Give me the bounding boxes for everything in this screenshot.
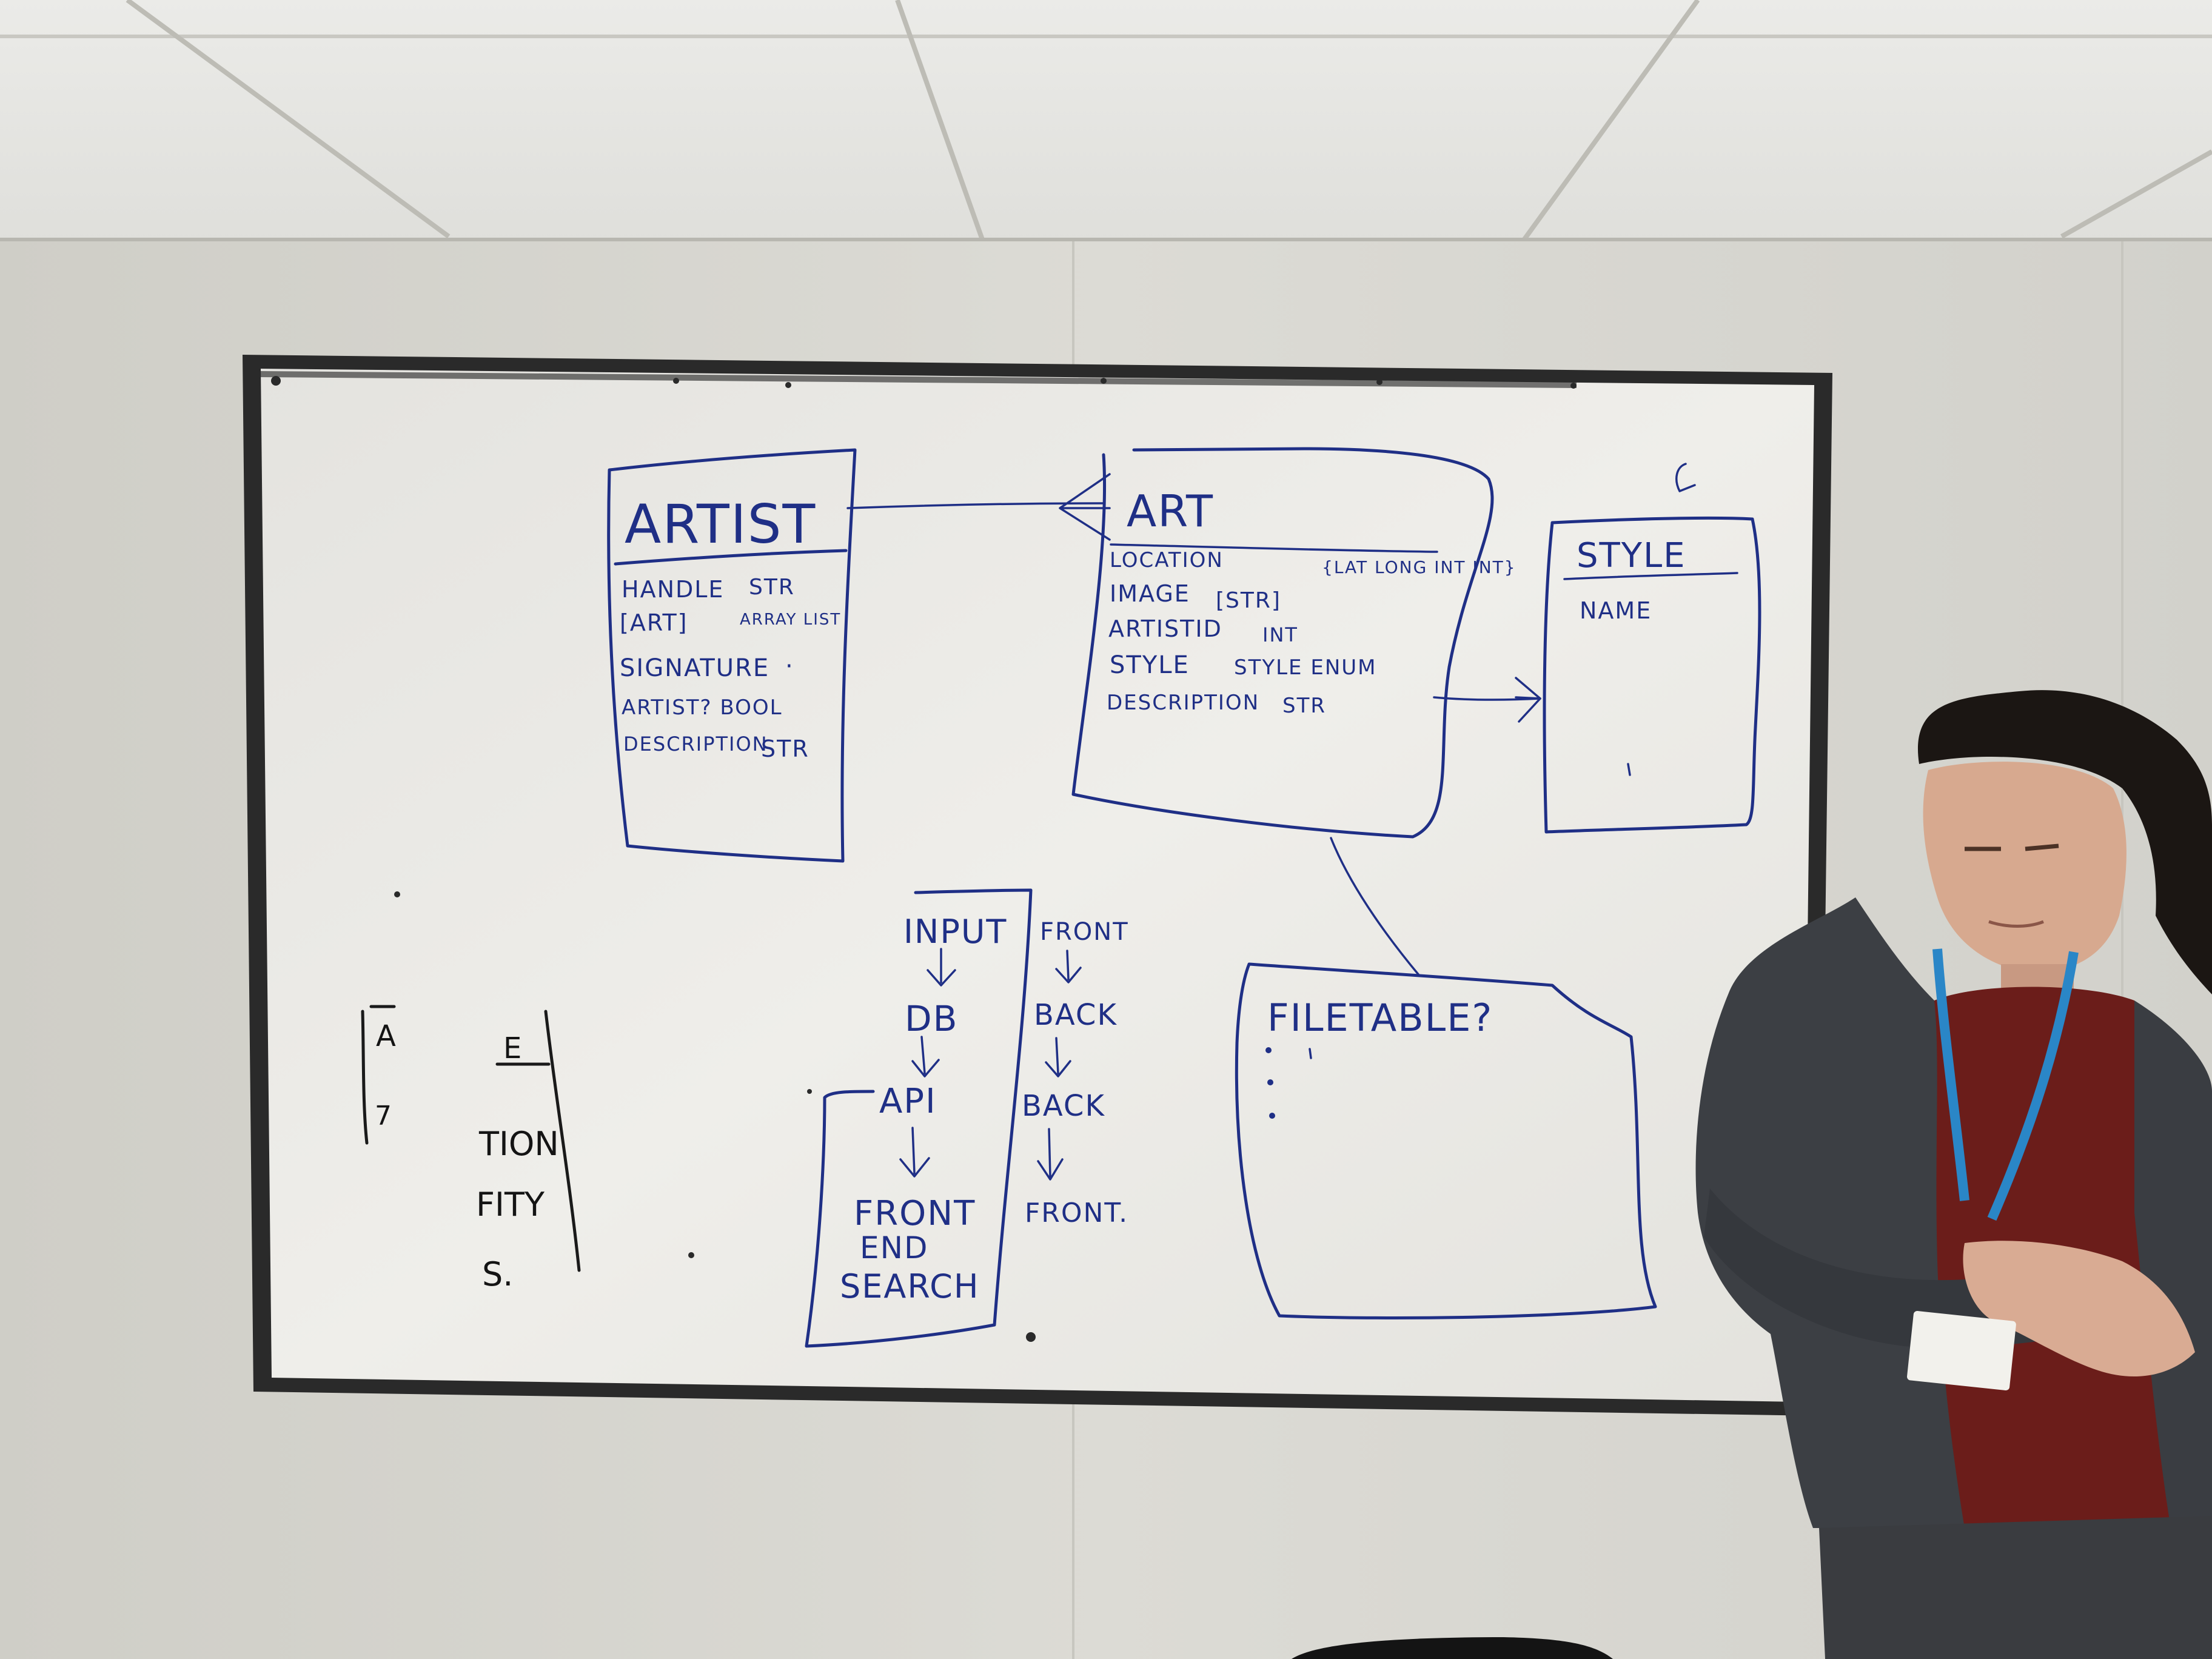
- erased-fragment-5: FITY: [476, 1185, 545, 1224]
- art-field-3-name: ARTISTID: [1108, 615, 1222, 642]
- hair: [1917, 690, 2212, 994]
- board-specks: [271, 376, 1577, 1342]
- art-filetable-relation: [1330, 837, 1420, 976]
- filetable-entity: FILETABLE?: [1235, 962, 1657, 1319]
- art-field-4-type: STYLE ENUM: [1234, 655, 1377, 680]
- artist-field-5-type: STR: [761, 736, 809, 762]
- filetable-title: FILETABLE?: [1267, 996, 1493, 1040]
- art-style-relation: [1433, 677, 1541, 723]
- art-field-2-type: [STR]: [1216, 588, 1281, 613]
- art-entity: ART LOCATION {LAT LONG INT INT} IMAGE [S…: [1071, 447, 1517, 839]
- art-field-5-name: DESCRIPTION: [1107, 691, 1259, 715]
- flow-left-6: SEARCH: [840, 1267, 979, 1305]
- cardigan: [1695, 897, 1965, 1528]
- art-field-2-name: IMAGE: [1110, 580, 1190, 607]
- style-entity: STYLE NAME: [1543, 463, 1761, 834]
- erased-fragment-3: 7: [375, 1101, 392, 1131]
- art-field-1-type: {LAT LONG INT INT}: [1322, 557, 1517, 577]
- flow-left-4: FRONT: [854, 1194, 976, 1233]
- art-title: ART: [1127, 486, 1214, 537]
- artist-entity: ARTIST HANDLE STR [ART] ARRAY LIST SIGNA…: [607, 448, 857, 863]
- erased-fragment-6: S.: [482, 1255, 513, 1293]
- artist-art-relation: [846, 473, 1111, 541]
- art-field-3-type: INT: [1262, 623, 1298, 646]
- flow-right: FRONT BACK BACK FRONT.: [1022, 918, 1129, 1228]
- trousers: [1819, 1516, 2212, 1659]
- flow-right-1: FRONT: [1040, 918, 1129, 946]
- hands: [1963, 1241, 2195, 1376]
- artist-field-3-type: ·: [785, 652, 794, 680]
- erased-table: A E 7 TION FITY S.: [361, 1005, 581, 1293]
- whiteboard: [243, 355, 1832, 1416]
- flow-right-3: BACK: [1022, 1089, 1105, 1123]
- artist-field-5-name: DESCRIPTION: [623, 732, 768, 756]
- flow-left-5: END: [860, 1230, 929, 1265]
- face: [1923, 762, 2127, 973]
- artist-title: ARTIST: [625, 493, 816, 555]
- artist-field-4-name: ARTIST? BOOL: [622, 695, 783, 720]
- flow-left: INPUT DB API FRONT END SEARCH: [805, 888, 1033, 1348]
- erased-fragment-2: E: [503, 1031, 521, 1065]
- erased-fragment-4: TION: [478, 1125, 559, 1163]
- flow-left-3: API: [879, 1082, 937, 1121]
- art-field-4-name: STYLE: [1110, 651, 1190, 679]
- erased-fragment-1: A: [376, 1019, 396, 1053]
- artist-field-2-name: [ART]: [620, 609, 688, 636]
- artist-field-2-type: ARRAY LIST: [740, 611, 841, 629]
- flow-right-4: FRONT.: [1025, 1198, 1128, 1228]
- flow-right-2: BACK: [1034, 998, 1118, 1032]
- artist-field-1-type: STR: [749, 575, 795, 600]
- art-field-1-name: LOCATION: [1110, 548, 1224, 572]
- artist-field-3-name: SIGNATURE: [620, 654, 769, 682]
- chair-back: [1292, 1637, 1613, 1659]
- style-title: STYLE: [1577, 536, 1686, 575]
- art-field-5-type: STR: [1282, 694, 1326, 718]
- id-badge: [1906, 1311, 2016, 1390]
- ceiling: [0, 0, 2212, 244]
- flow-left-2: DB: [905, 998, 958, 1039]
- artist-field-1-name: HANDLE: [622, 576, 724, 603]
- style-field-1-name: NAME: [1580, 597, 1652, 624]
- flow-left-1: INPUT: [903, 913, 1007, 951]
- person: [1695, 690, 2212, 1659]
- lanyard: [1932, 948, 2079, 1221]
